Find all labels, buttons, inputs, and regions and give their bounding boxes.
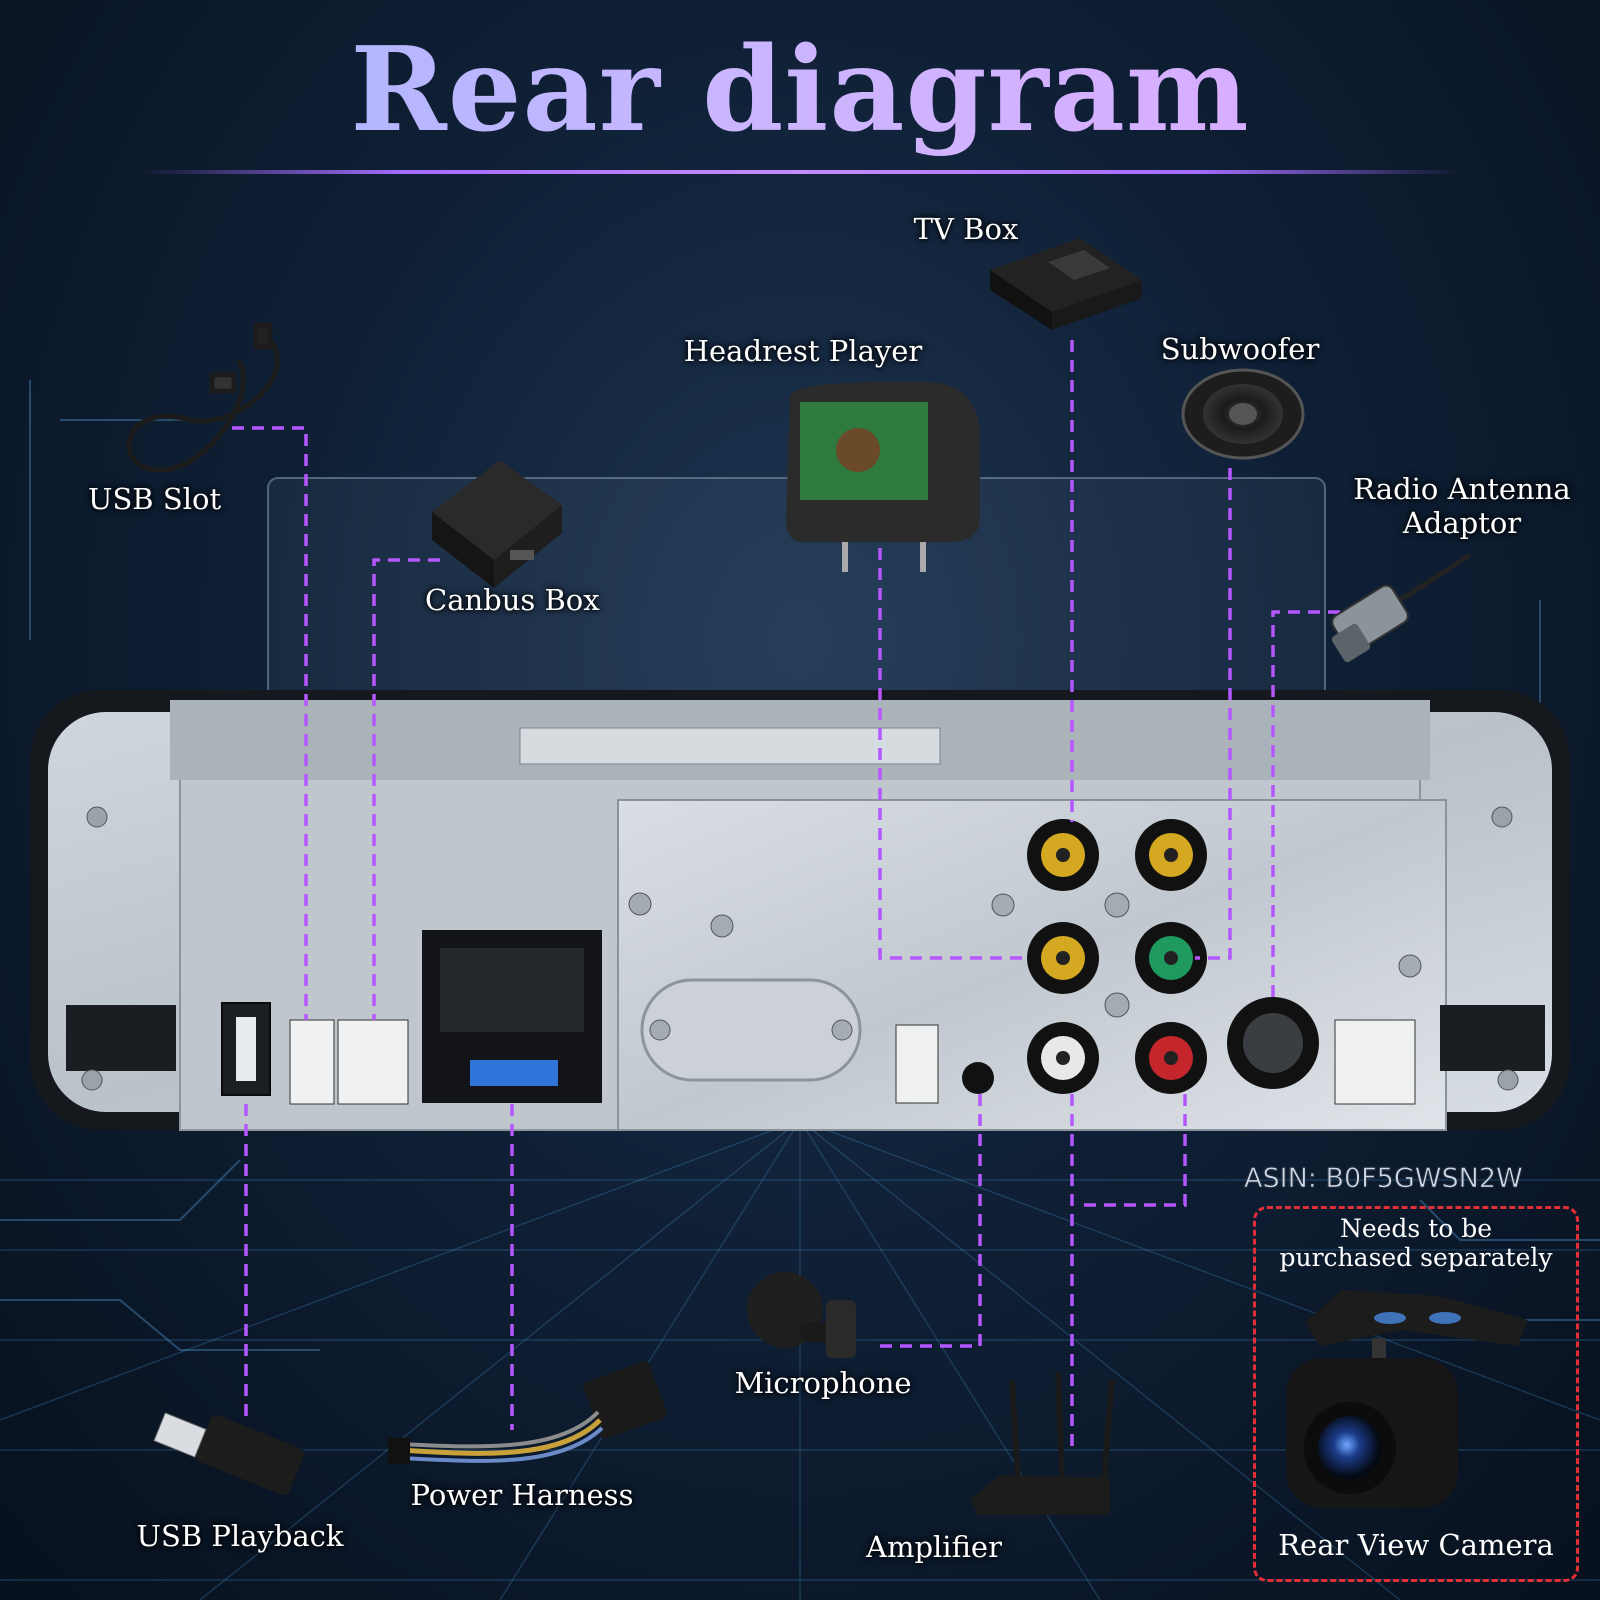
connector-aux1	[289, 1019, 335, 1105]
label-radio-antenna: Radio Antenna	[1353, 472, 1571, 506]
antenna-socket	[1227, 997, 1319, 1089]
subwoofer-icon	[1181, 368, 1305, 460]
rear-camera-icon	[1286, 1290, 1528, 1508]
label-usb-playback: USB Playback	[136, 1519, 344, 1553]
mic-connector	[895, 1024, 939, 1104]
screw	[1398, 954, 1422, 978]
label-canbus-box: Canbus Box	[425, 583, 600, 617]
oval-cover	[640, 978, 862, 1082]
circuit-traces	[0, 380, 1600, 1351]
screw	[628, 892, 652, 916]
label-power-harness: Power Harness	[410, 1478, 634, 1512]
headrest-player-icon	[786, 381, 980, 572]
label-rear-view-camera: Rear View Camera	[1278, 1528, 1554, 1562]
iso-harness-socket	[422, 930, 602, 1103]
label-radio-antenna-adaptor: Adaptor	[1402, 506, 1522, 540]
note-line-2: purchased separately	[1279, 1243, 1553, 1272]
canbus-box-icon	[432, 460, 562, 588]
router-amplifier-icon	[970, 1371, 1115, 1515]
note-line-1: Needs to be	[1339, 1214, 1493, 1243]
label-tv-box: TV Box	[913, 212, 1019, 246]
microphone-icon	[747, 1272, 856, 1358]
label-headrest-player: Headrest Player	[683, 334, 923, 368]
connector-lines	[232, 340, 1340, 1450]
asin-code: ASIN: B0F5GWSN2W	[1244, 1163, 1523, 1195]
power-harness-icon	[388, 1360, 668, 1464]
tv-box-icon	[990, 238, 1142, 330]
screw	[710, 914, 734, 938]
page-title: Rear diagram	[0, 22, 1600, 158]
asin-text: ASIN: B0F5GWSN2W	[1244, 1163, 1523, 1195]
label-subwoofer: Subwoofer	[1160, 332, 1320, 366]
separate-purchase-box	[1253, 1206, 1579, 1582]
antenna-adaptor-icon	[1331, 552, 1472, 663]
rca-jacks	[991, 819, 1207, 1094]
title-underline	[140, 170, 1460, 174]
camera-connector	[1334, 1019, 1416, 1105]
usb-port	[221, 1002, 271, 1096]
label-microphone: Microphone	[734, 1366, 912, 1400]
connector-aux2	[337, 1019, 409, 1105]
usb-cable-icon	[126, 322, 280, 473]
label-usb-slot: USB Slot	[88, 482, 222, 516]
label-amplifier: Amplifier	[866, 1530, 1002, 1564]
mic-jack	[962, 1062, 994, 1094]
separate-purchase-note: Needs to be purchased separately	[1253, 1214, 1579, 1272]
usb-stick-icon	[153, 1412, 304, 1496]
